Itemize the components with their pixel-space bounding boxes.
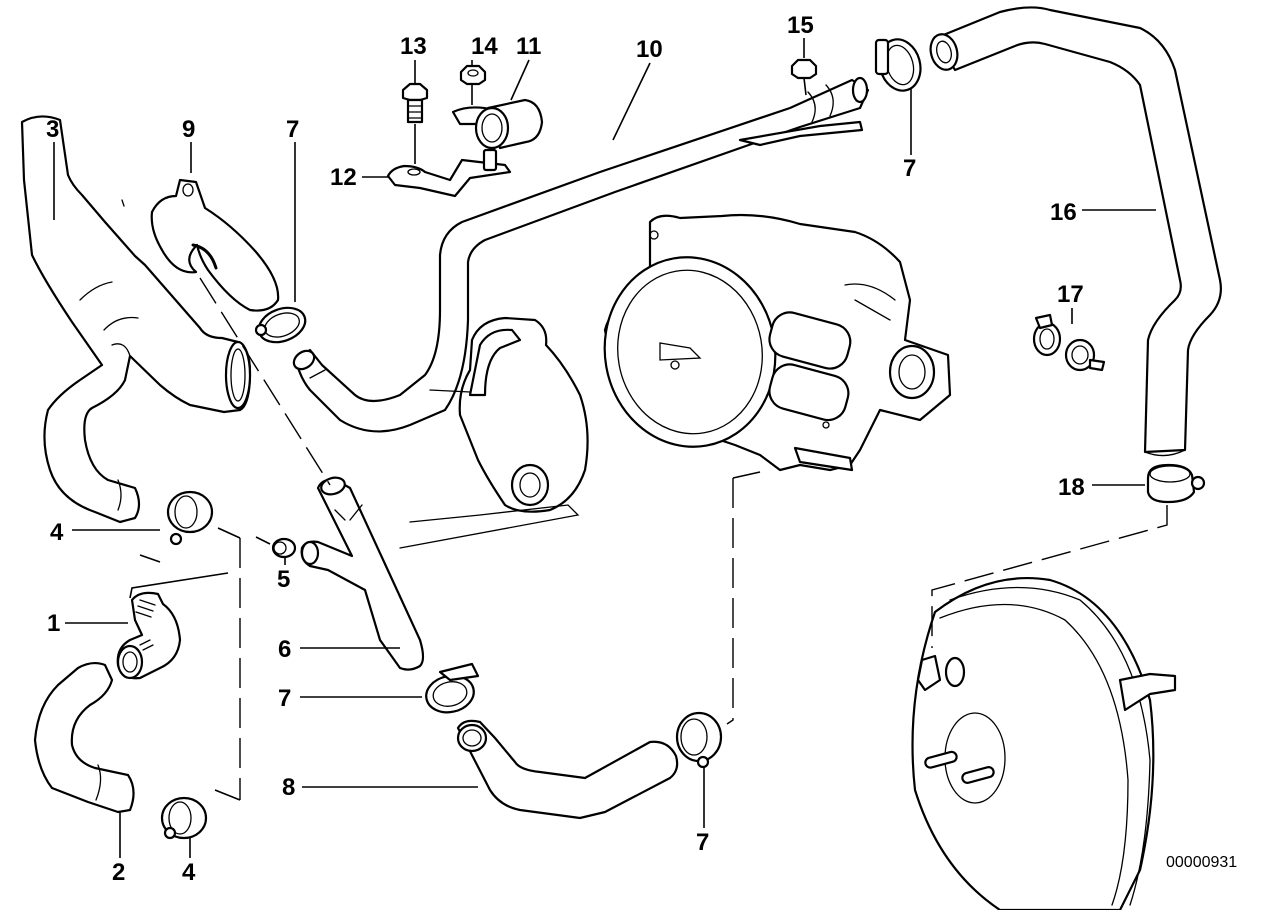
callout-4-lower: 4 — [182, 859, 196, 886]
hose-part-3[interactable] — [20, 115, 252, 524]
fitting-part-11[interactable] — [451, 98, 544, 150]
callout-4-upper: 4 — [50, 519, 64, 546]
assembly-lines — [129, 277, 1168, 801]
callout-15: 15 — [787, 12, 814, 39]
hose-part-16[interactable] — [927, 6, 1222, 457]
bolt-part-13[interactable] — [401, 82, 429, 124]
callout-12: 12 — [330, 164, 357, 191]
pipe-part-10[interactable] — [290, 76, 870, 433]
nut-part-15[interactable] — [790, 58, 818, 80]
clip-part-17[interactable] — [1032, 313, 1106, 372]
callout-10: 10 — [636, 36, 663, 63]
callout-6: 6 — [278, 636, 291, 663]
clamp-part-7-middle[interactable] — [423, 662, 480, 717]
callout-8: 8 — [282, 774, 295, 801]
callout-7-middle: 7 — [278, 685, 291, 712]
callout-13: 13 — [400, 33, 427, 60]
callout-18: 18 — [1058, 474, 1085, 501]
nut-part-14[interactable] — [459, 64, 487, 86]
diagram-reference-number: 00000931 — [1166, 854, 1237, 871]
callout-2: 2 — [112, 859, 125, 886]
hose-part-9[interactable] — [150, 178, 280, 312]
brake-booster — [911, 577, 1177, 910]
callout-7-upper-right: 7 — [903, 155, 916, 182]
water-housing — [399, 316, 589, 549]
hose-part-2[interactable] — [33, 661, 135, 814]
elbow-part-1[interactable] — [116, 591, 182, 680]
callouts: 1 2 3 4 4 5 6 7 7 7 7 8 9 — [46, 12, 1156, 886]
callout-14: 14 — [471, 33, 498, 60]
bracket-part-12[interactable] — [386, 148, 512, 198]
callout-5: 5 — [277, 566, 290, 593]
callout-11: 11 — [516, 33, 541, 60]
hose-part-8[interactable] — [456, 719, 679, 820]
pipe-part-6[interactable] — [300, 475, 425, 671]
callout-3: 3 — [46, 116, 59, 143]
callout-17: 17 — [1057, 281, 1084, 308]
clamp-part-7-upper-right[interactable] — [874, 35, 926, 96]
callout-16: 16 — [1050, 199, 1077, 226]
clamp-part-4-lower[interactable] — [160, 796, 208, 840]
callout-1: 1 — [47, 610, 60, 637]
throttle-body-assembly — [603, 213, 952, 472]
clamp-part-4-upper[interactable] — [166, 490, 214, 546]
clamp-part-7-upper-left[interactable] — [254, 302, 310, 348]
callout-9: 9 — [182, 116, 195, 143]
clamp-part-18[interactable] — [1146, 463, 1206, 504]
clamp-part-7-lower-right[interactable] — [675, 711, 723, 769]
callout-7-upper-left: 7 — [286, 116, 299, 143]
plug-part-5[interactable] — [271, 537, 297, 559]
callout-7-lower-right: 7 — [696, 829, 709, 856]
